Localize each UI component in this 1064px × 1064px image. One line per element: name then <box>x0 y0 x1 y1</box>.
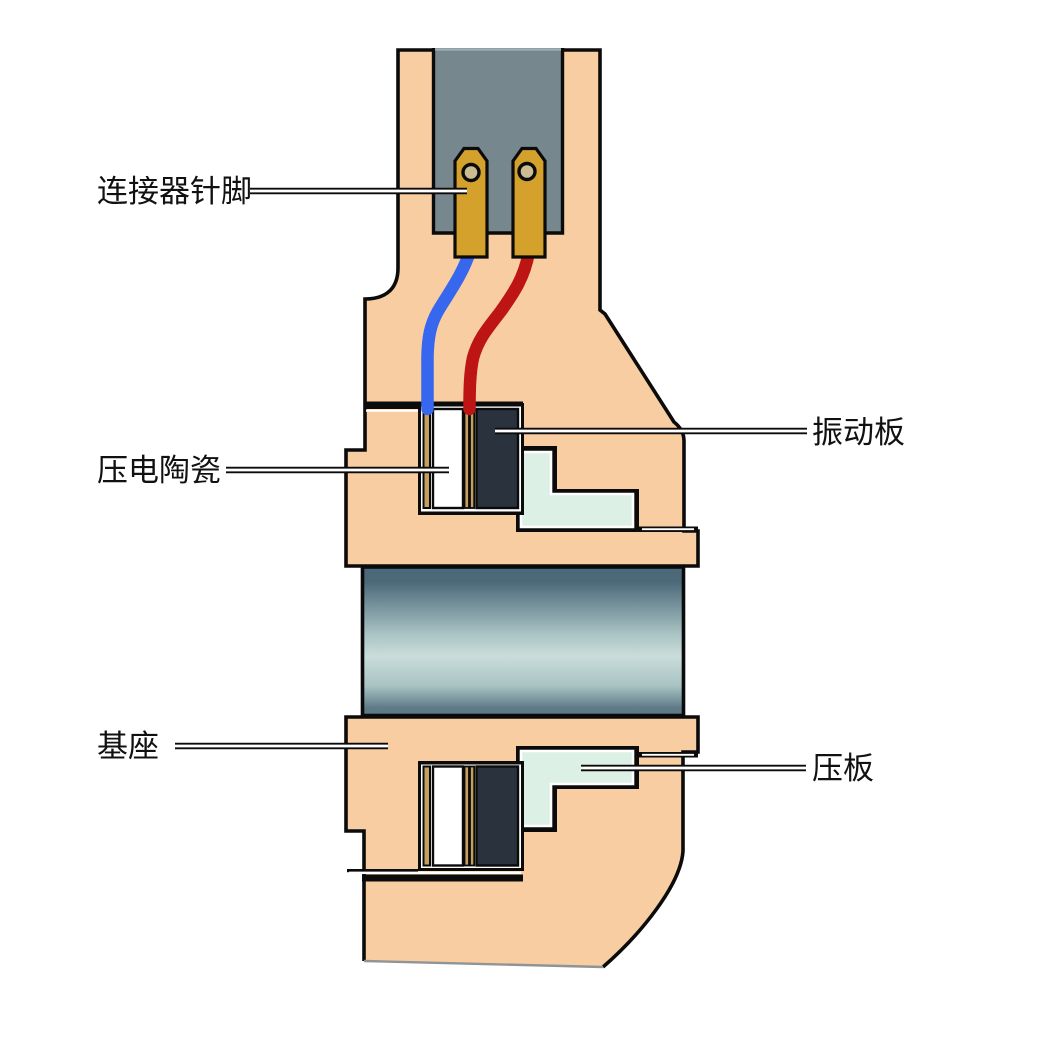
wire-blue <box>421 244 477 416</box>
label-vibration-plate: 振动板 <box>812 415 905 450</box>
piezo-stack-top <box>364 401 524 515</box>
vibration-plate-bottom <box>475 765 520 867</box>
pressure-plate-top <box>519 450 635 529</box>
label-base: 基座 <box>97 729 159 764</box>
base-cut-edge <box>363 959 604 969</box>
stack-lid-bar-bottom <box>362 874 523 882</box>
electrode-strip <box>422 408 431 509</box>
electrode-strip <box>422 765 431 867</box>
electrode-strip <box>469 408 476 509</box>
piezo-ceramic-top <box>431 407 465 510</box>
electrode-strip <box>469 765 476 867</box>
wire-red <box>463 244 536 416</box>
electrode-strip <box>463 408 470 509</box>
label-piezo-ceramic: 压电陶瓷 <box>97 453 221 488</box>
pin-hole-left <box>461 162 481 183</box>
center-cylinder <box>360 565 686 718</box>
label-connector-pins: 连接器针脚 <box>97 174 252 209</box>
piezo-stack-bottom <box>347 761 524 882</box>
lid-thin-line-bottom <box>347 869 418 873</box>
piezo-ceramic-bottom <box>431 765 465 867</box>
pin-hole-right <box>517 161 537 182</box>
label-pressure-plate: 压板 <box>812 751 874 786</box>
vibration-plate-top <box>475 407 520 510</box>
electrode-strip <box>463 765 470 867</box>
